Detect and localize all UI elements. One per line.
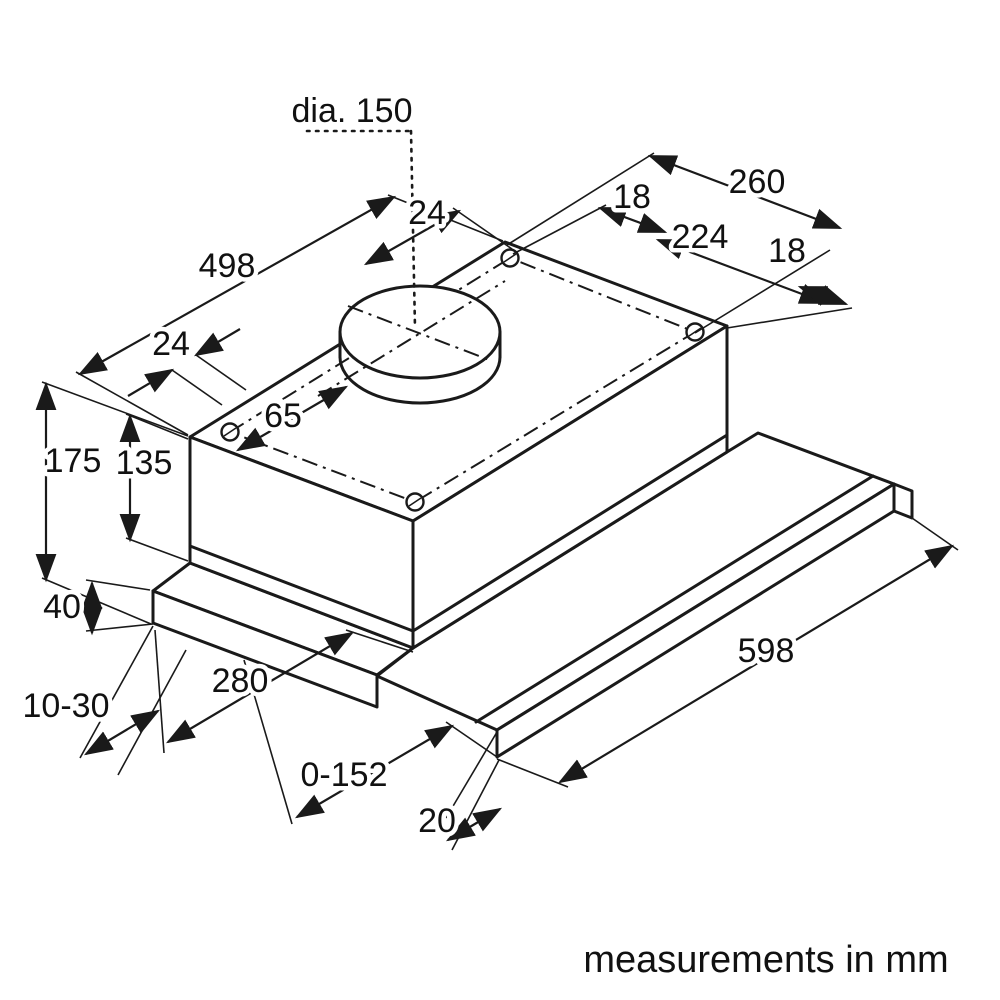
ext-24left-b	[195, 354, 247, 391]
screw-rear-left-slot	[503, 253, 517, 263]
dimline-260	[647, 154, 843, 230]
ext-280-left	[154, 629, 165, 754]
label-224: 224	[672, 218, 729, 256]
label-18-front: 18	[768, 232, 806, 270]
dimline-24left-b	[193, 328, 241, 357]
dimline-1030	[83, 709, 161, 756]
hood-body	[188, 240, 729, 650]
visor-rail-end-cap	[892, 482, 914, 520]
dimline-0152	[294, 724, 455, 819]
duct-centerline-depth	[347, 305, 493, 362]
label-65: 65	[264, 397, 302, 435]
dimline-24left-a	[127, 368, 175, 397]
label-20: 20	[418, 802, 456, 840]
ext-1030-b	[117, 649, 187, 776]
label-24-side: 24	[152, 325, 190, 363]
dimline-24top	[363, 209, 462, 266]
label-135: 135	[116, 444, 173, 482]
ext-598-left	[496, 758, 569, 788]
ext-280-right	[345, 629, 414, 653]
body-right-face	[411, 324, 729, 650]
ext-18a-left	[512, 204, 607, 255]
screw-rear-right-slot	[688, 327, 702, 337]
ext-24top	[452, 207, 513, 250]
ext-40-top	[85, 579, 151, 591]
ext-0152-right	[445, 721, 498, 758]
label-0-152: 0-152	[301, 756, 388, 794]
label-280: 280	[212, 662, 269, 700]
dimline-498	[77, 195, 397, 376]
label-duct-diameter: dia. 150	[292, 92, 413, 130]
dimline-65	[235, 385, 349, 452]
dimline-18b	[797, 285, 849, 306]
label-40: 40	[43, 588, 81, 626]
screw-front-left-slot	[223, 427, 237, 437]
label-260: 260	[729, 163, 786, 201]
ext-598-right	[911, 517, 959, 551]
label-175: 175	[45, 442, 102, 480]
ext-175-top	[41, 381, 189, 437]
label-10-30: 10-30	[23, 687, 110, 725]
measurements-note: measurements in mm	[583, 939, 948, 981]
label-498: 498	[199, 247, 256, 285]
label-24-top: 24	[408, 194, 446, 232]
dimline-280	[165, 631, 355, 744]
ext-20-b	[451, 759, 500, 851]
ext-40-bottom	[85, 623, 154, 632]
label-18-rear: 18	[613, 178, 651, 216]
duct-collar-opening	[338, 284, 502, 380]
screw-front-right-slot	[408, 497, 422, 507]
ext-135-bottom	[125, 537, 189, 562]
dimline-20	[445, 807, 503, 842]
ext-260-left	[506, 152, 655, 246]
ext-20-a	[445, 731, 498, 819]
body-right-seam	[411, 433, 729, 633]
duct-centerline-width	[317, 280, 506, 397]
body-front-seam	[188, 544, 415, 633]
dimension-lines	[35, 154, 955, 842]
dimension-labels: dia. 150 24 18 260 224 18 498 24 65 175 …	[18, 88, 810, 845]
label-598: 598	[738, 632, 795, 670]
ext-498-left	[75, 371, 189, 436]
ext-24left-a	[171, 369, 223, 406]
dimline-598	[557, 544, 955, 784]
ext-18b-right	[726, 307, 853, 329]
